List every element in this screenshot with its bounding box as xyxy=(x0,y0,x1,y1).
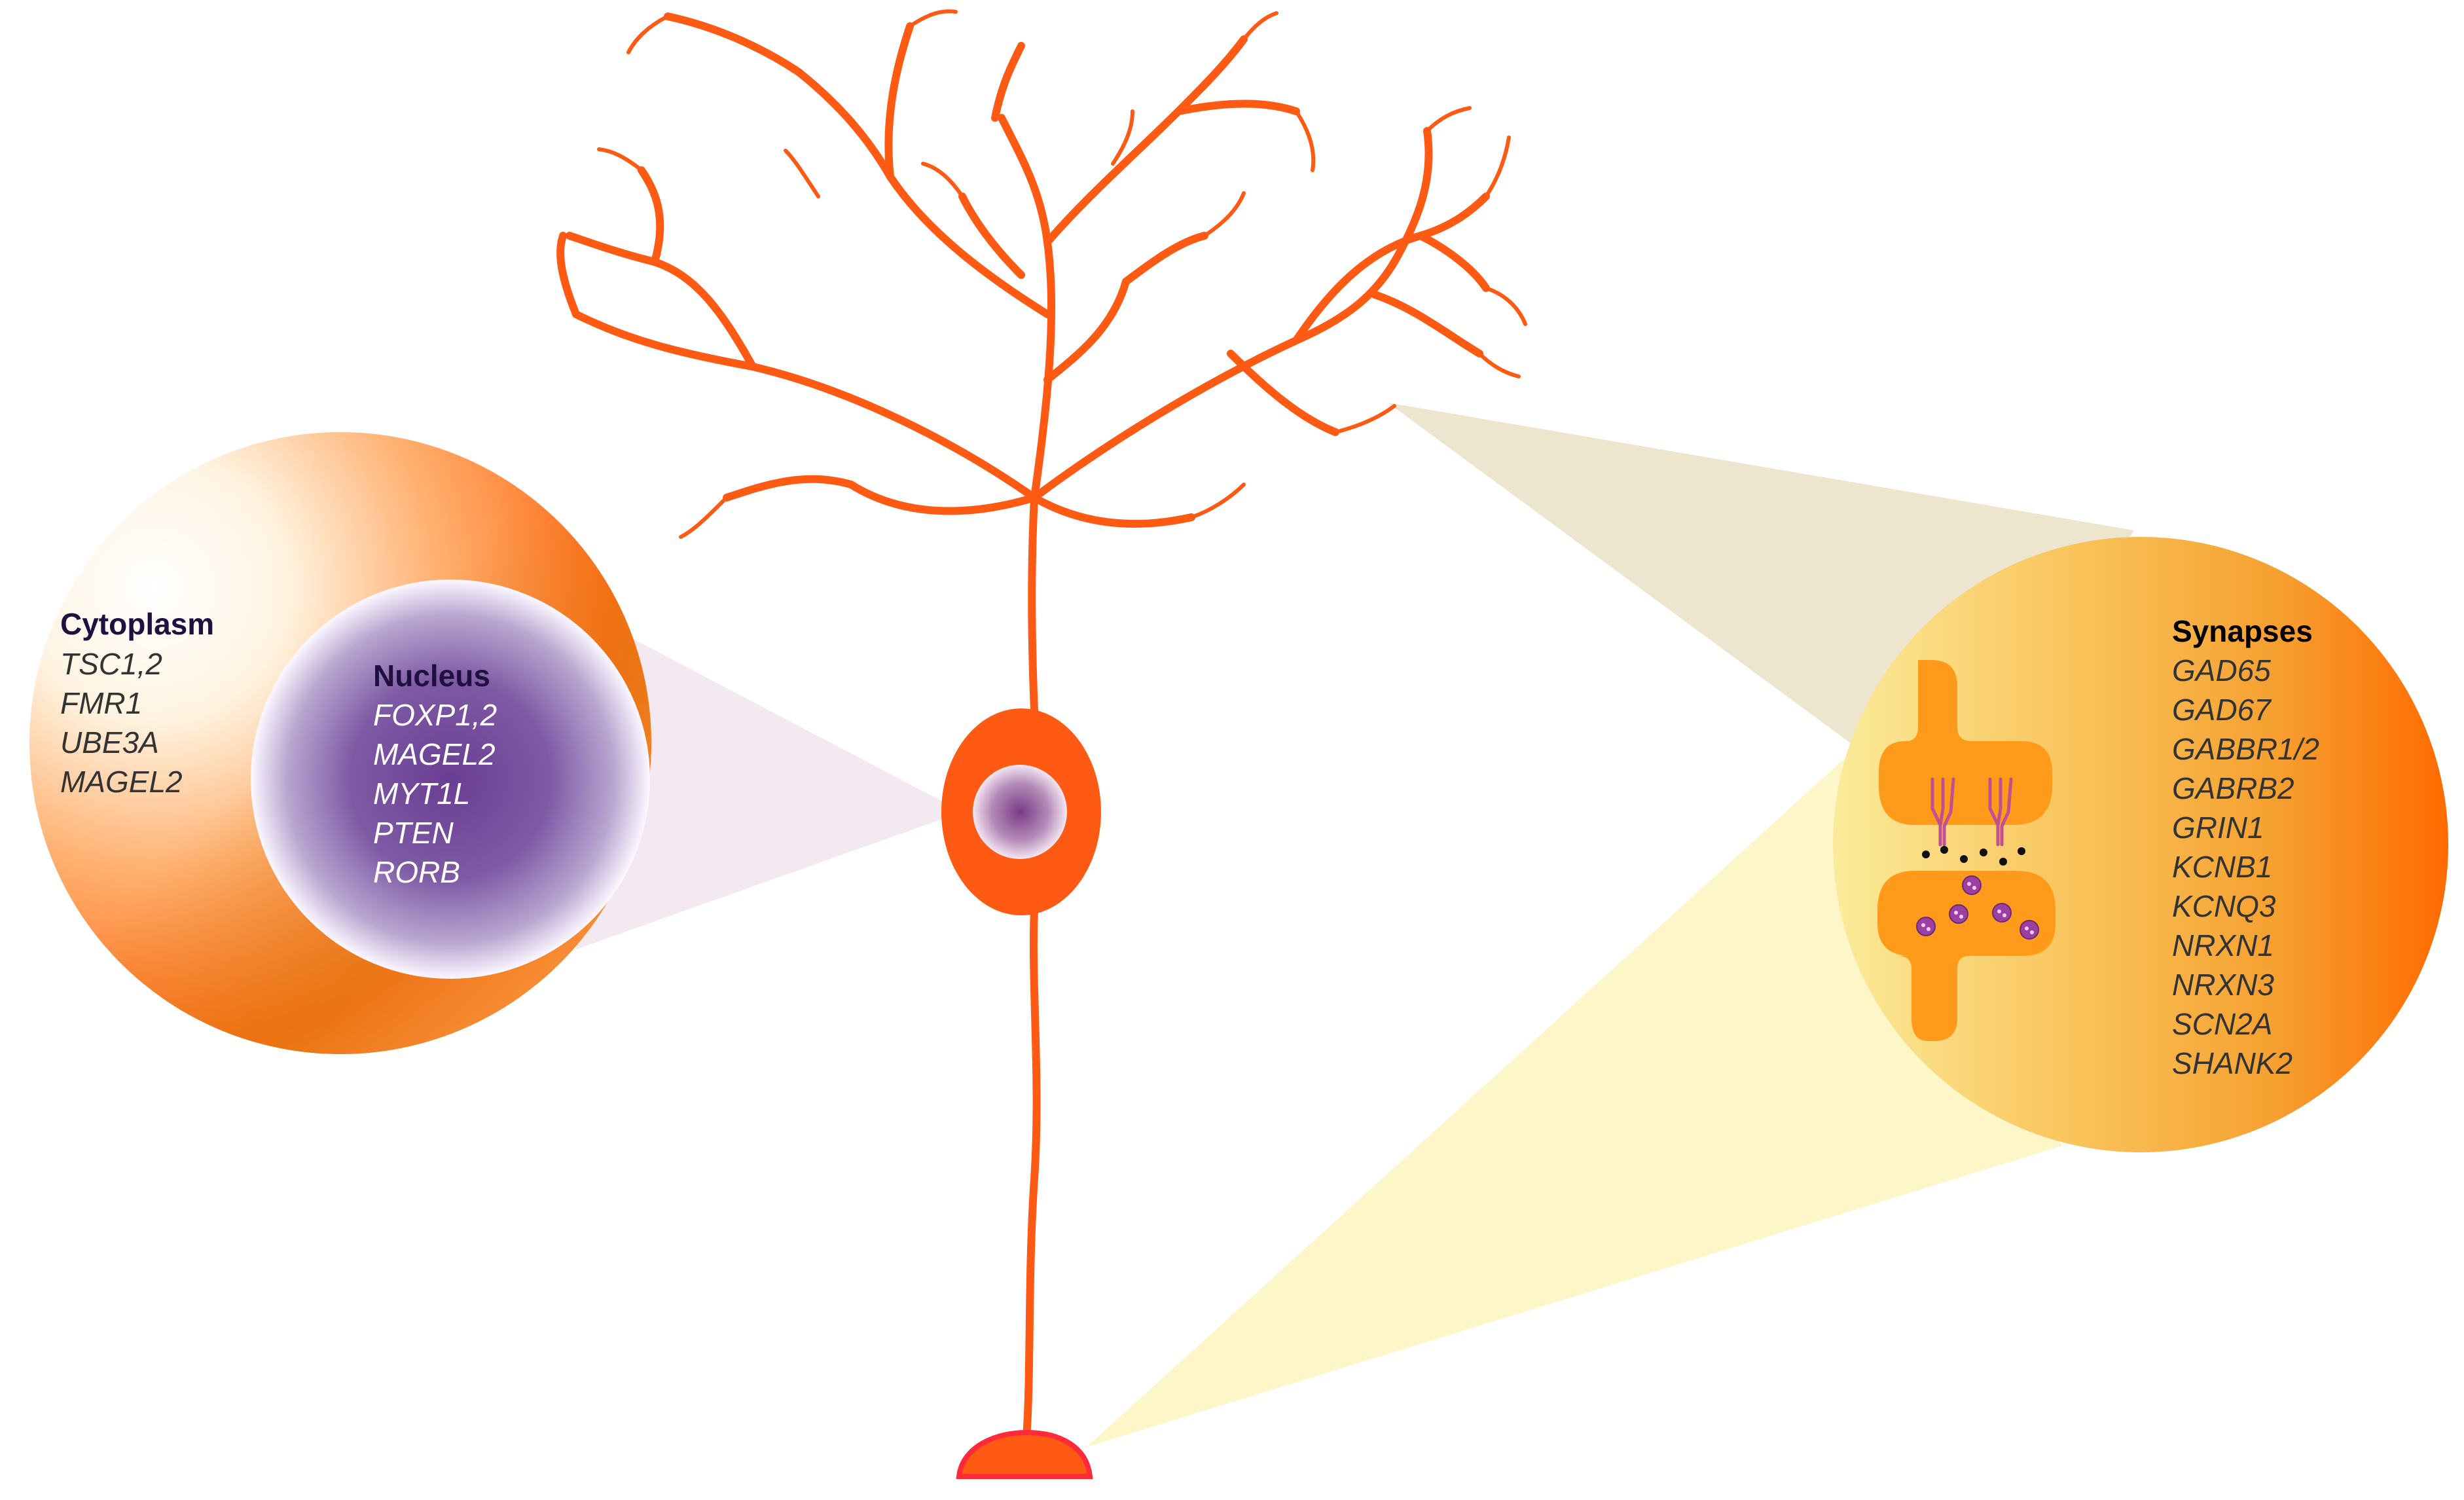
synapses-gene-7: NRXN1 xyxy=(2172,928,2274,962)
nucleus-gene-0: FOXP1,2 xyxy=(373,698,497,732)
receptor-group xyxy=(1930,777,2013,847)
neurotransmitter-dots xyxy=(1922,846,2025,866)
soma-nucleus xyxy=(973,765,1067,859)
synapses-gene-5: KCNB1 xyxy=(2172,850,2272,884)
synapses-gene-6: KCNQ3 xyxy=(2172,889,2276,923)
synapses-gene-2: GABBR1/2 xyxy=(2172,732,2319,766)
synapses-gene-list: GAD65GAD67GABBR1/2GABRB2GRIN1KCNB1KCNQ3N… xyxy=(2172,653,2319,1080)
cytoplasm-gene-0: TSC1,2 xyxy=(60,647,162,681)
synapses-gene-4: GRIN1 xyxy=(2172,811,2264,845)
synapses-title: Synapses xyxy=(2172,614,2313,648)
synapses-gene-9: SCN2A xyxy=(2172,1007,2272,1041)
presynaptic-terminal xyxy=(1879,660,2052,825)
synapse-magnified-circle xyxy=(1833,537,2448,1152)
cytoplasm-gene-3: MAGEL2 xyxy=(60,765,183,799)
neuron-dendrites xyxy=(556,12,1490,714)
nucleus-gene-1: MAGEL2 xyxy=(373,737,496,771)
vesicle-contents xyxy=(1921,882,2034,934)
synapses-gene-10: SHANK2 xyxy=(2172,1046,2292,1080)
nucleus-gene-4: RORB xyxy=(373,855,460,889)
synapse-projection-cone-lower xyxy=(1087,733,2062,1447)
cytoplasm-gene-2: UBE3A xyxy=(60,725,159,759)
synapses-gene-1: GAD67 xyxy=(2172,693,2272,727)
cytoplasm-gene-1: FMR1 xyxy=(60,686,142,720)
cytoplasm-title: Cytoplasm xyxy=(60,607,214,641)
nucleus-projection-cone xyxy=(576,609,962,949)
axon-terminal xyxy=(956,1429,1093,1479)
neuron-dendrite-twigs xyxy=(597,9,1527,539)
nucleus-magnified-circle xyxy=(251,579,650,979)
synapses-gene-3: GABRB2 xyxy=(2172,771,2294,805)
nucleus-gene-3: PTEN xyxy=(373,816,454,850)
nucleus-title: Nucleus xyxy=(373,659,490,693)
synaptic-vesicles xyxy=(1916,875,2039,940)
synapses-gene-0: GAD65 xyxy=(2172,653,2271,687)
nucleus-gene-2: MYT1L xyxy=(373,777,470,811)
synapses-gene-8: NRXN3 xyxy=(2172,968,2274,1002)
neuron-axon xyxy=(1023,906,1041,1441)
